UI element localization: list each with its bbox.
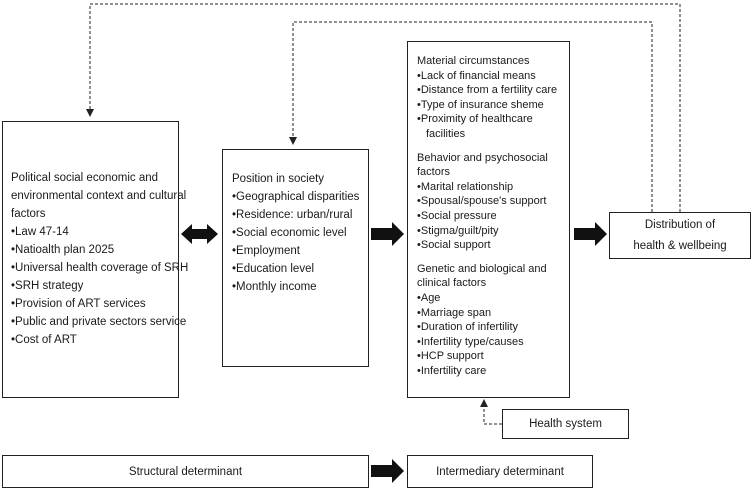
genetic-item: •Duration of infertility <box>417 321 519 334</box>
arrow-position-to-intermediary <box>371 222 404 246</box>
structural-context-item: •SRH strategy <box>11 280 84 292</box>
behavior-item: •Stigma/guilt/pity <box>417 224 499 237</box>
position-in-society-item: •Residence: urban/rural <box>232 209 353 221</box>
position-in-society-item: •Social economic level <box>232 227 347 239</box>
behavior-item: •Social pressure <box>417 209 497 222</box>
material-item: •Type of insurance sheme <box>417 98 544 111</box>
genetic-item: •Infertility type/causes <box>417 335 524 348</box>
double-arrow-structural-position <box>181 224 218 244</box>
feedback-loop-outer <box>86 3 681 212</box>
material-item-continuation: facilities <box>426 127 466 140</box>
health-system-box: Health system <box>502 409 629 439</box>
behavior-item: •Marital relationship <box>417 180 514 193</box>
distribution-line-1: Distribution of <box>644 218 716 231</box>
behavior-title-line-2: factors <box>417 166 451 179</box>
position-in-society-item: •Geographical disparities <box>232 191 360 203</box>
position-in-society-box: Position in society •Geographical dispar… <box>222 149 369 367</box>
legend-intermediary-label: Intermediary determinant <box>436 465 564 478</box>
position-in-society-title: Position in society <box>232 173 325 185</box>
behavior-item: •Spousal/spouse's support <box>417 195 547 208</box>
material-item: •Distance from a fertility care <box>417 84 558 97</box>
intermediary-determinants-box: Material circumstances •Lack of financia… <box>407 41 570 398</box>
legend-structural-label: Structural determinant <box>128 465 243 478</box>
structural-context-item: •Provision of ART services <box>11 298 146 310</box>
distribution-box: Distribution of health & wellbeing <box>609 212 751 259</box>
structural-context-item: •Cost of ART <box>11 334 77 346</box>
behavior-item: •Social support <box>417 239 491 252</box>
structural-context-title-line-3: factors <box>11 208 46 220</box>
genetic-title-line-2: clinical factors <box>417 277 487 290</box>
structural-context-item: •Public and private sectors service <box>11 316 187 328</box>
genetic-item: •HCP support <box>417 350 484 363</box>
material-item: •Lack of financial means <box>417 69 536 82</box>
genetic-title-line-1: Genetic and biological and <box>417 262 547 275</box>
position-in-society-item: •Employment <box>232 245 300 257</box>
material-item: •Proximity of healthcare <box>417 113 533 126</box>
distribution-line-2: health & wellbeing <box>633 239 727 252</box>
material-circumstances-title: Material circumstances <box>417 55 530 67</box>
structural-context-item: •Natioalth plan 2025 <box>11 244 115 256</box>
structural-context-box: Political social economic and environmen… <box>2 121 189 398</box>
genetic-item: •Infertility care <box>417 364 487 377</box>
position-in-society-item: •Education level <box>232 263 315 275</box>
structural-context-title-line-2: environmental context and cultural <box>11 190 187 202</box>
position-in-society-item: •Monthly income <box>232 281 317 293</box>
genetic-item: •Age <box>417 291 441 304</box>
legend-arrow <box>371 459 404 483</box>
legend-structural-box: Structural determinant <box>2 455 369 488</box>
feedback-loop-inner <box>289 21 653 212</box>
arrow-intermediary-to-distribution <box>574 222 607 246</box>
health-system-label: Health system <box>529 418 602 430</box>
health-system-feedback <box>480 399 502 425</box>
structural-context-item: •Universal health coverage of SRH <box>11 262 189 274</box>
genetic-item: •Marriage span <box>417 306 492 319</box>
legend-intermediary-box: Intermediary determinant <box>407 455 593 488</box>
structural-context-item: •Law 47-14 <box>11 226 69 238</box>
behavior-title-line-1: Behavior and psychosocial <box>417 151 548 164</box>
structural-context-title-line-1: Political social economic and <box>11 172 159 184</box>
